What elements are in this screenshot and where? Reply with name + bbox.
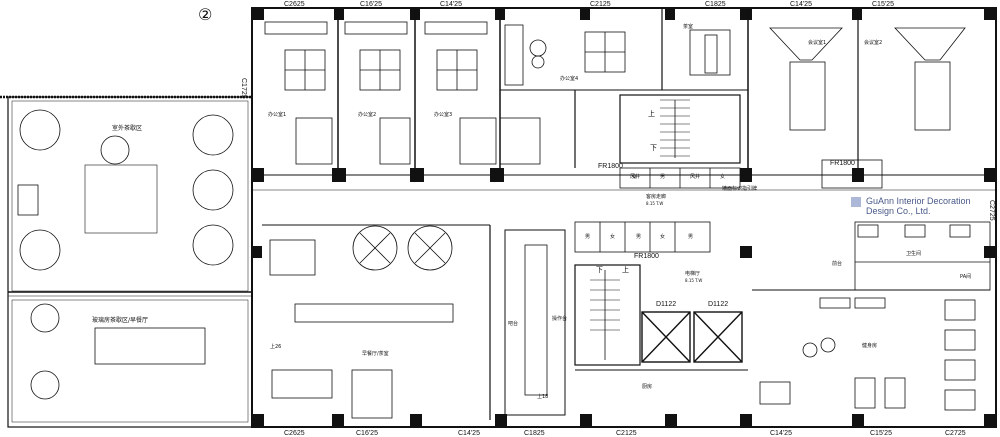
terrace-furniture [17, 109, 234, 400]
label-step-up2: 上18 [537, 393, 548, 400]
structural-columns [252, 8, 996, 427]
label-kitchen: 厨房 [642, 383, 652, 390]
label-fire-3: FR1800 [634, 253, 659, 260]
label-stair-down2: 下 [596, 266, 603, 274]
label-wc-5: 男 [688, 234, 693, 240]
meeting-tables [769, 27, 966, 131]
label-pwd: PA间 [960, 273, 971, 280]
dim-bottom-8: C2725 [945, 430, 966, 437]
label-wc-1: 男 [585, 234, 590, 240]
office-desks [264, 21, 626, 91]
elevators [641, 311, 743, 363]
label-stair-down: 下 [650, 144, 657, 152]
dim-top-1: C2625 [284, 1, 305, 8]
grid-marker: ② [198, 5, 212, 24]
label-wc-6: 女 [632, 173, 637, 180]
dim-right: C2725 [988, 200, 995, 221]
label-wc-8: 女 [720, 173, 725, 180]
dim-bottom-5: C2125 [616, 430, 637, 437]
dim-top-2: C16'25 [360, 1, 382, 8]
dim-bottom-2: C16'25 [356, 430, 378, 437]
label-shaft2: 风井 [690, 173, 700, 180]
label-outdoor-tea: 室外茶歇区 [112, 124, 142, 132]
label-meeting2: 会议室2 [864, 39, 882, 46]
label-sunroom-tea: 玻璃房茶歇区/早餐厅 [92, 316, 148, 324]
stair-core-bottom [574, 264, 641, 366]
label-cafe: 早餐厅/茶室 [362, 350, 389, 357]
label-step-up1: 上26 [270, 343, 281, 350]
label-guest-corridor-sub: 8.15 T.W [646, 201, 663, 206]
label-wc-4: 女 [660, 233, 665, 240]
label-shaft: 风井 [630, 173, 640, 180]
dim-top-3: C14'25 [440, 1, 462, 8]
label-meeting1: 会议室1 [808, 39, 826, 46]
dim-side: C1725 [240, 78, 247, 99]
dim-bottom-6: C14'25 [770, 430, 792, 437]
label-reception: 前台 [832, 260, 842, 267]
label-gym: 健身房 [862, 342, 877, 349]
label-restroom: 卫生间 [906, 250, 921, 257]
label-wc-2: 女 [610, 233, 615, 240]
stair-core-top [619, 94, 741, 164]
label-elevator-1: D1122 [656, 301, 676, 308]
dim-top-4: C2125 [590, 1, 611, 8]
label-fire-2: FR1800 [830, 160, 855, 167]
outer-wall [251, 7, 997, 428]
label-bar: 吧台 [508, 320, 518, 327]
label-elevator-hall-sub: 8.15 T.W [685, 278, 702, 283]
label-wall-sign: 墙面标识指引牌 [722, 185, 757, 192]
label-office3: 办公室3 [434, 111, 452, 118]
dim-bottom-4: C1825 [524, 430, 545, 437]
label-office2: 办公室2 [358, 111, 376, 118]
watermark-logo-icon [851, 197, 861, 207]
gym-equipment [759, 297, 976, 411]
cafe-tables [269, 225, 454, 419]
watermark-line1: GuAnn Interior Decoration [866, 196, 971, 206]
dim-bottom-3: C14'25 [458, 430, 480, 437]
label-tea-room: 茶室 [683, 23, 693, 30]
watermark-line2: Design Co., Ltd. [866, 206, 931, 216]
label-office1: 办公室1 [268, 111, 286, 118]
label-elevator-hall: 电梯厅 [685, 270, 700, 277]
label-stair-up2: 上 [622, 265, 629, 274]
label-office4: 办公室4 [560, 75, 578, 82]
dim-bottom-7: C15'25 [870, 430, 892, 437]
dim-bottom-1: C2625 [284, 430, 305, 437]
dim-top-5: C1825 [705, 1, 726, 8]
label-guest-corridor: 客房走廊 [646, 193, 666, 200]
dim-top-6: C14'25 [790, 1, 812, 8]
label-fire-1: FR1800 [598, 163, 623, 170]
dim-top-7: C15'25 [872, 1, 894, 8]
outdoor-terrace [7, 96, 253, 428]
label-elevator-2: D1122 [708, 301, 728, 308]
label-wc-3: 男 [636, 234, 641, 240]
label-stair-up: 上 [648, 109, 655, 118]
label-wc-7: 男 [660, 174, 665, 180]
label-counter: 操作台 [552, 315, 567, 322]
